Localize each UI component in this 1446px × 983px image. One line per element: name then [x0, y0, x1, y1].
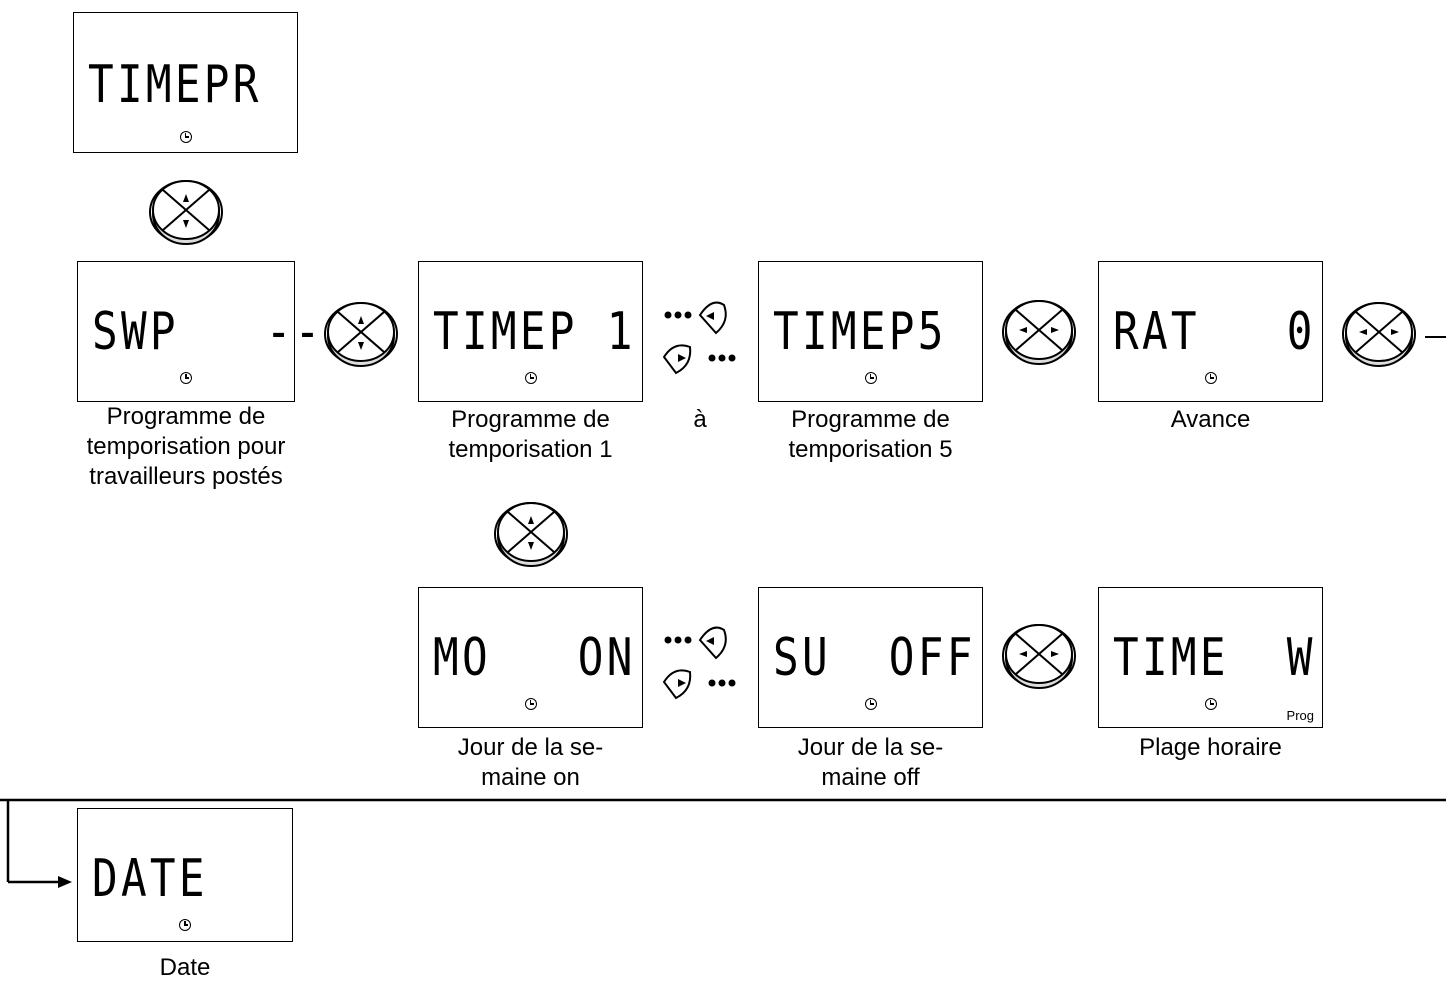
- display-time-w: TIME W Prog: [1098, 587, 1323, 728]
- display-su-off: SU OFF: [758, 587, 983, 728]
- keypad-up-down-icon: [149, 180, 223, 245]
- caption-rat: Avance: [1170, 406, 1251, 433]
- display-timep1: TIMEP 1: [418, 261, 643, 402]
- caption-su-off: Jour de la se- maine off: [797, 734, 944, 791]
- caption-mo-on: Jour de la se- maine on: [457, 734, 604, 791]
- clock-icon: [1204, 372, 1217, 384]
- display-mo-on: MO ON: [418, 587, 643, 728]
- keypad-left-right-icon: [1342, 302, 1416, 367]
- display-text: RAT 0: [1113, 302, 1316, 362]
- clock-icon: [524, 698, 537, 710]
- display-text: TIMEPR: [88, 55, 262, 115]
- display-timep5: TIMEP5: [758, 261, 983, 402]
- caption-timep1: Programme de temporisation 1: [448, 406, 613, 463]
- prog-indicator: Prog: [1286, 708, 1314, 723]
- caption-timep5: Programme de temporisation 5: [788, 406, 953, 463]
- clock-icon: [179, 919, 191, 931]
- display-text: DATE: [92, 849, 208, 909]
- caption-date: Date: [159, 954, 211, 981]
- display-date: DATE: [77, 808, 293, 942]
- clock-icon: [524, 372, 537, 384]
- display-timepr: TIMEPR: [73, 12, 298, 153]
- keypad-up-down-icon: [324, 302, 398, 367]
- caption-to: à: [693, 406, 707, 433]
- keypad-left-right-icon: [1002, 624, 1076, 689]
- display-text: MO ON: [433, 628, 636, 688]
- display-text: SWP --: [92, 302, 324, 362]
- dotted-navigation-icon: [662, 301, 736, 375]
- clock-icon: [864, 372, 877, 384]
- caption-time-w: Plage horaire: [1139, 734, 1282, 761]
- caption-swp: Programme de temporisation pour travaill…: [86, 403, 286, 490]
- keypad-up-down-icon: [494, 502, 568, 567]
- keypad-left-right-icon: [1002, 300, 1076, 365]
- display-text: TIMEP 1: [433, 302, 636, 362]
- display-text: SU OFF: [773, 628, 976, 688]
- display-text: TIMEP5: [773, 302, 947, 362]
- clock-icon: [1204, 698, 1217, 710]
- display-text: TIME W: [1113, 628, 1316, 688]
- clock-icon: [864, 698, 877, 710]
- clock-icon: [180, 372, 192, 384]
- display-swp: SWP --: [77, 261, 324, 402]
- clock-icon: [179, 131, 192, 143]
- dotted-navigation-icon: [662, 626, 736, 700]
- display-rat: RAT 0: [1098, 261, 1323, 402]
